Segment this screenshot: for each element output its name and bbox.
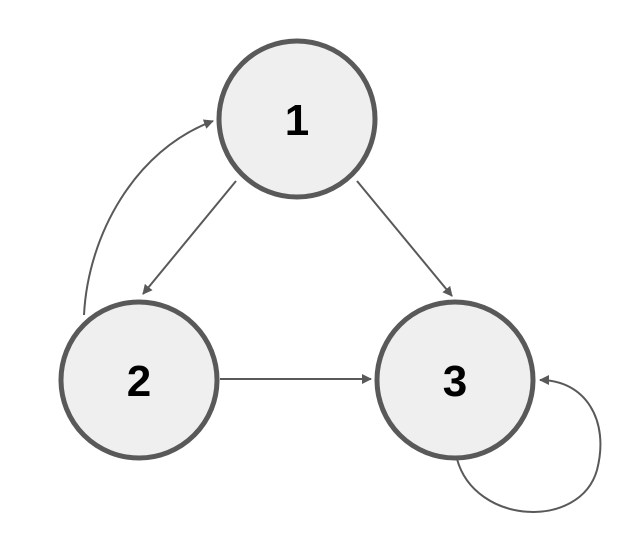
node-1: 1: [216, 38, 378, 200]
node-2-circle: [58, 299, 220, 461]
node-1-label: 1: [285, 96, 309, 145]
node-2: 2: [58, 299, 220, 461]
node-2-label: 2: [127, 357, 151, 406]
edge-3-self-loop: [456, 375, 602, 513]
edge-2-to-1: [83, 119, 214, 316]
node-3-circle: [374, 299, 536, 461]
edge-1-to-3: [356, 180, 453, 297]
edge-1-to-2: [142, 180, 237, 295]
node-1-circle: [216, 38, 378, 200]
node-3-label: 3: [443, 357, 467, 406]
node-3: 3: [374, 299, 536, 461]
